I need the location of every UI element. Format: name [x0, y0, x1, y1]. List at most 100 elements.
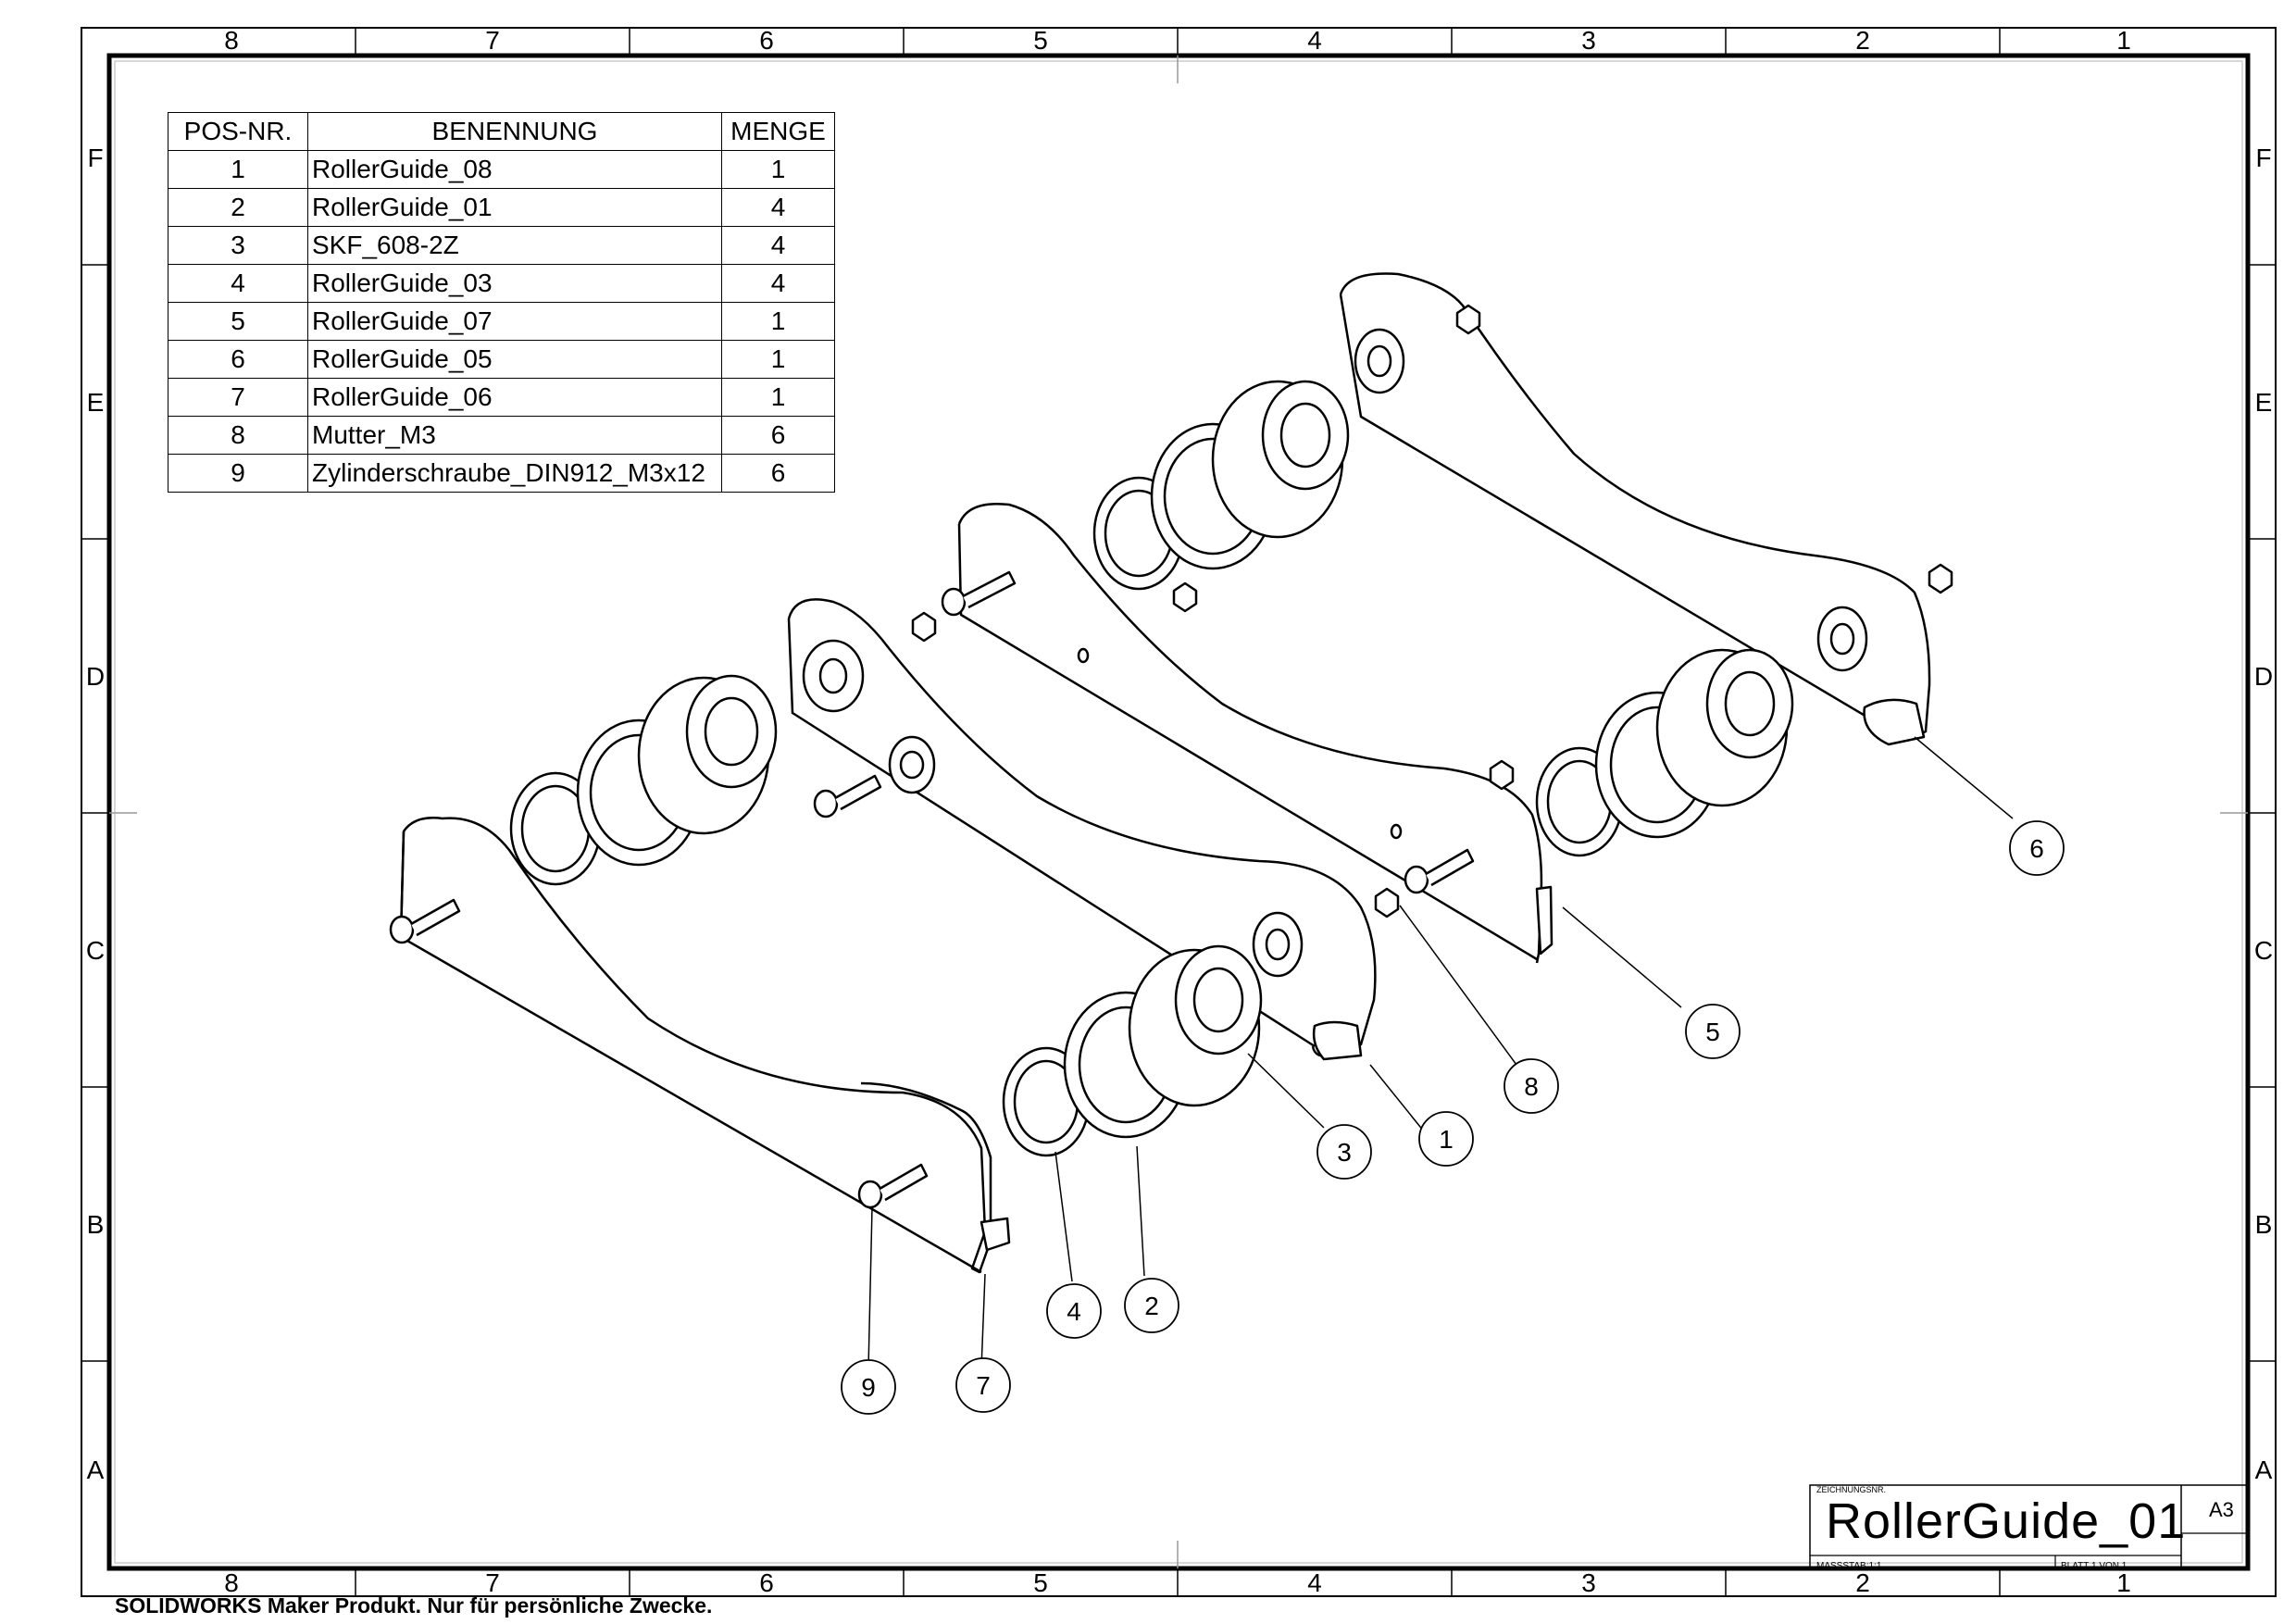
svg-text:4: 4 — [1067, 1297, 1081, 1326]
bom-cell-qty: 4 — [721, 188, 835, 227]
zone-row-right-B: B — [2255, 1210, 2273, 1239]
screws — [389, 570, 1475, 1209]
balloon-3: 3 — [1316, 1124, 1372, 1180]
svg-text:6: 6 — [2029, 834, 2044, 863]
bom-cell-qty: 1 — [721, 378, 835, 417]
bom-cell-qty: 1 — [721, 340, 835, 379]
svg-text:2: 2 — [1144, 1292, 1159, 1320]
bom-cell-name: RollerGuide_03 — [307, 264, 722, 303]
zone-row-right-E: E — [2255, 388, 2273, 417]
zone-row-left-E: E — [87, 388, 105, 417]
zone-col-top-2: 2 — [1855, 26, 1870, 55]
balloon-6: 6 — [2009, 820, 2065, 876]
svg-text:1: 1 — [1439, 1125, 1454, 1154]
zone-row-right-D: D — [2254, 662, 2273, 691]
zone-row-left-B: B — [87, 1210, 105, 1239]
zone-col-top-3: 3 — [1581, 26, 1596, 55]
zone-col-bottom-8: 8 — [224, 1568, 239, 1597]
bom-header-qty: MENGE — [721, 112, 835, 151]
roller-group-front-left — [509, 674, 778, 886]
roller-group-front-right — [1002, 911, 1304, 1157]
balloon-leaders — [867, 736, 2014, 1369]
zone-col-top-6: 6 — [759, 26, 774, 55]
zone-row-left-D: D — [86, 662, 105, 691]
zone-row-left-F: F — [87, 144, 103, 172]
bom-cell-name: Mutter_M3 — [307, 416, 722, 455]
side-plate-6 — [1339, 272, 1931, 746]
balloon-5: 5 — [1685, 1004, 1741, 1059]
side-plate-1 — [787, 598, 1377, 1061]
bom-cell-qty: 6 — [721, 416, 835, 455]
zone-col-bottom-3: 3 — [1581, 1568, 1596, 1597]
bom-cell-name: RollerGuide_01 — [307, 188, 722, 227]
bom-cell-qty: 4 — [721, 226, 835, 265]
svg-text:8: 8 — [1524, 1072, 1539, 1101]
bom-cell-name: RollerGuide_07 — [307, 302, 722, 341]
zone-col-bottom-7: 7 — [485, 1568, 500, 1597]
zone-row-right-A: A — [2255, 1455, 2273, 1484]
bom-header-pos: POS-NR. — [168, 112, 308, 151]
bom-cell-qty: 1 — [721, 150, 835, 189]
bom-cell-name: Zylinderschraube_DIN912_M3x12 — [307, 454, 722, 493]
bom-cell-qty: 1 — [721, 302, 835, 341]
zone-row-left-C: C — [86, 936, 105, 965]
bom-cell-pos: 6 — [168, 340, 308, 379]
bom-cell-pos: 5 — [168, 302, 308, 341]
outer-frame — [81, 27, 2277, 1597]
zone-row-right-F: F — [2255, 144, 2271, 172]
balloon-9: 9 — [841, 1359, 896, 1415]
zone-col-bottom-6: 6 — [759, 1568, 774, 1597]
zone-row-left-A: A — [87, 1455, 105, 1484]
exploded-assembly-view — [389, 272, 1953, 1274]
balloon-8: 8 — [1504, 1058, 1559, 1114]
roller-group-back-right — [1535, 606, 1868, 857]
bom-cell-pos: 1 — [168, 150, 308, 189]
solidworks-maker-note: SOLIDWORKS Maker Produkt. Nur für persön… — [115, 1593, 713, 1618]
zone-col-top-8: 8 — [224, 26, 239, 55]
zone-col-top-7: 7 — [485, 26, 500, 55]
title-block — [1809, 1484, 2249, 1569]
bom-cell-name: RollerGuide_05 — [307, 340, 722, 379]
bom-cell-pos: 2 — [168, 188, 308, 227]
bom-cell-name: RollerGuide_06 — [307, 378, 722, 417]
bom-header-name: BENENNUNG — [307, 112, 722, 151]
zone-col-top-5: 5 — [1033, 26, 1048, 55]
zone-col-bottom-5: 5 — [1033, 1568, 1048, 1597]
bom-cell-pos: 8 — [168, 416, 308, 455]
zone-row-right-C: C — [2254, 936, 2273, 965]
sheet-format: A3 — [2209, 1498, 2234, 1521]
bom-cell-pos: 7 — [168, 378, 308, 417]
bom-cell-pos: 9 — [168, 454, 308, 493]
bom-header-row: POS-NR. BENENNUNG MENGE — [168, 112, 835, 151]
svg-text:5: 5 — [1705, 1018, 1720, 1046]
balloon-2: 2 — [1124, 1278, 1179, 1333]
bom-cell-qty: 6 — [721, 454, 835, 493]
balloon-1: 1 — [1418, 1111, 1474, 1167]
bom-cell-name: SKF_608-2Z — [307, 226, 722, 265]
zone-ticks — [81, 28, 2276, 1596]
balloon-7: 7 — [955, 1357, 1011, 1413]
bom-cell-pos: 4 — [168, 264, 308, 303]
drawing-title: RollerGuide_01 — [1826, 1493, 2187, 1549]
svg-text:3: 3 — [1337, 1138, 1352, 1167]
zone-col-top-1: 1 — [2116, 26, 2131, 55]
drawing-scale: MASSSTAB:1:1 — [1816, 1561, 1882, 1571]
roller-group-back-left — [1092, 328, 1405, 591]
svg-text:9: 9 — [861, 1373, 876, 1402]
bom-cell-pos: 3 — [168, 226, 308, 265]
side-plate-5 — [957, 503, 1554, 964]
nuts — [911, 304, 1953, 918]
svg-text:7: 7 — [976, 1371, 991, 1400]
zone-col-bottom-1: 1 — [2116, 1568, 2131, 1597]
